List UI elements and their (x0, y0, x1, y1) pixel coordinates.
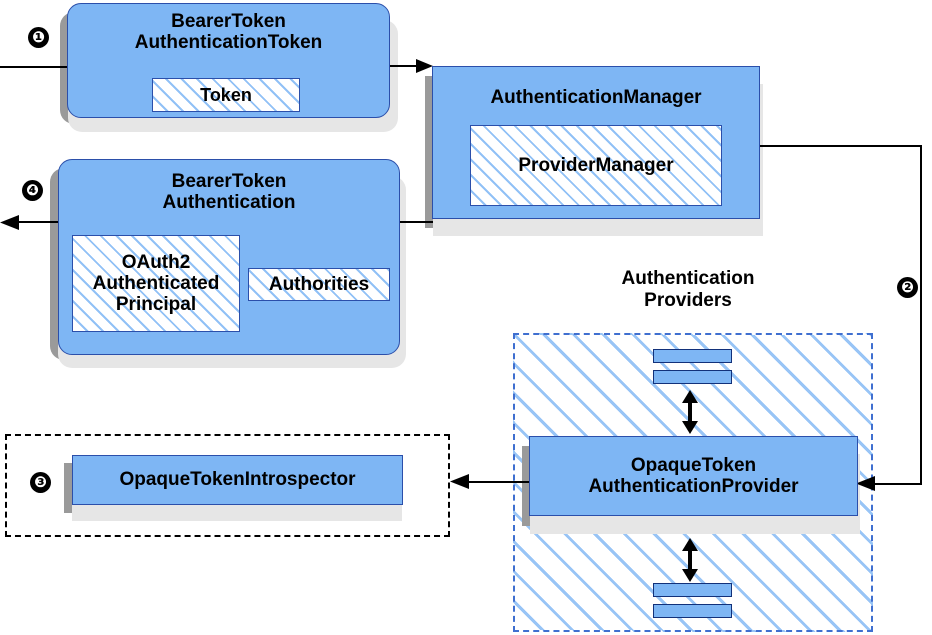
opaque-token-authentication-provider-title-line1: OpaqueToken (630, 454, 757, 476)
authentication-providers-label-line2: Providers (644, 290, 732, 312)
compartment-authorities: Authorities (248, 268, 390, 301)
token-to-manager-arrowhead (416, 59, 433, 73)
step-badge-4: ❹ (22, 180, 43, 201)
provider-to-introspector-arrowhead (450, 474, 469, 489)
incoming-request-line (0, 66, 70, 68)
bearer-token-authentication-token-title-line1: BearerToken (171, 11, 286, 32)
manager-to-provider-line-bottom (872, 483, 922, 485)
oauth2-principal-line3: Principal (115, 294, 197, 316)
authentication-result-line (14, 221, 60, 223)
provider-to-introspector-line (466, 481, 529, 483)
manager-to-authentication-line (400, 221, 433, 223)
token-to-manager-line (390, 65, 420, 67)
compartment-token: Token (152, 78, 300, 112)
authentication-result-arrowhead (0, 215, 19, 230)
step-badge-2: ❷ (897, 277, 918, 298)
provider-link-arrow-bottom (682, 538, 698, 582)
provider-stack-bar-bottom-1 (653, 583, 732, 597)
oauth2-principal-line2: Authenticated (92, 272, 220, 294)
compartment-provider-manager: ProviderManager (470, 125, 722, 206)
step-badge-1: ❶ (28, 27, 49, 48)
opaque-token-authentication-provider-title-line2: AuthenticationProvider (588, 476, 799, 497)
manager-to-provider-arrowhead (856, 476, 875, 491)
bearer-token-authentication-title-line1: BearerToken (171, 171, 287, 192)
node-opaque-token-introspector[interactable]: OpaqueTokenIntrospector (72, 455, 403, 505)
provider-stack-bar-top-1 (653, 349, 732, 363)
authentication-providers-label-line1: Authentication (621, 268, 755, 289)
authentication-manager-title: AuthenticationManager (490, 87, 702, 108)
manager-to-provider-line-top (760, 145, 922, 147)
bearer-token-authentication-token-title-line2: AuthenticationToken (134, 32, 323, 54)
compartment-oauth2-authenticated-principal: OAuth2 Authenticated Principal (72, 235, 240, 332)
authentication-providers-label: Authentication Providers (588, 268, 788, 313)
provider-stack-bar-bottom-2 (653, 604, 732, 618)
bearer-token-authentication-title-line2: Authentication (162, 192, 296, 214)
oauth2-principal-line1: OAuth2 (121, 251, 191, 273)
manager-to-provider-line-vertical (920, 145, 922, 484)
step-badge-3: ❸ (30, 472, 51, 493)
provider-stack-bar-top-2 (653, 370, 732, 384)
provider-link-arrow-top (682, 390, 698, 434)
node-opaque-token-authentication-provider[interactable]: OpaqueToken AuthenticationProvider (529, 436, 858, 516)
opaque-token-introspector-title: OpaqueTokenIntrospector (119, 469, 356, 491)
introspector-group-container (5, 434, 450, 537)
